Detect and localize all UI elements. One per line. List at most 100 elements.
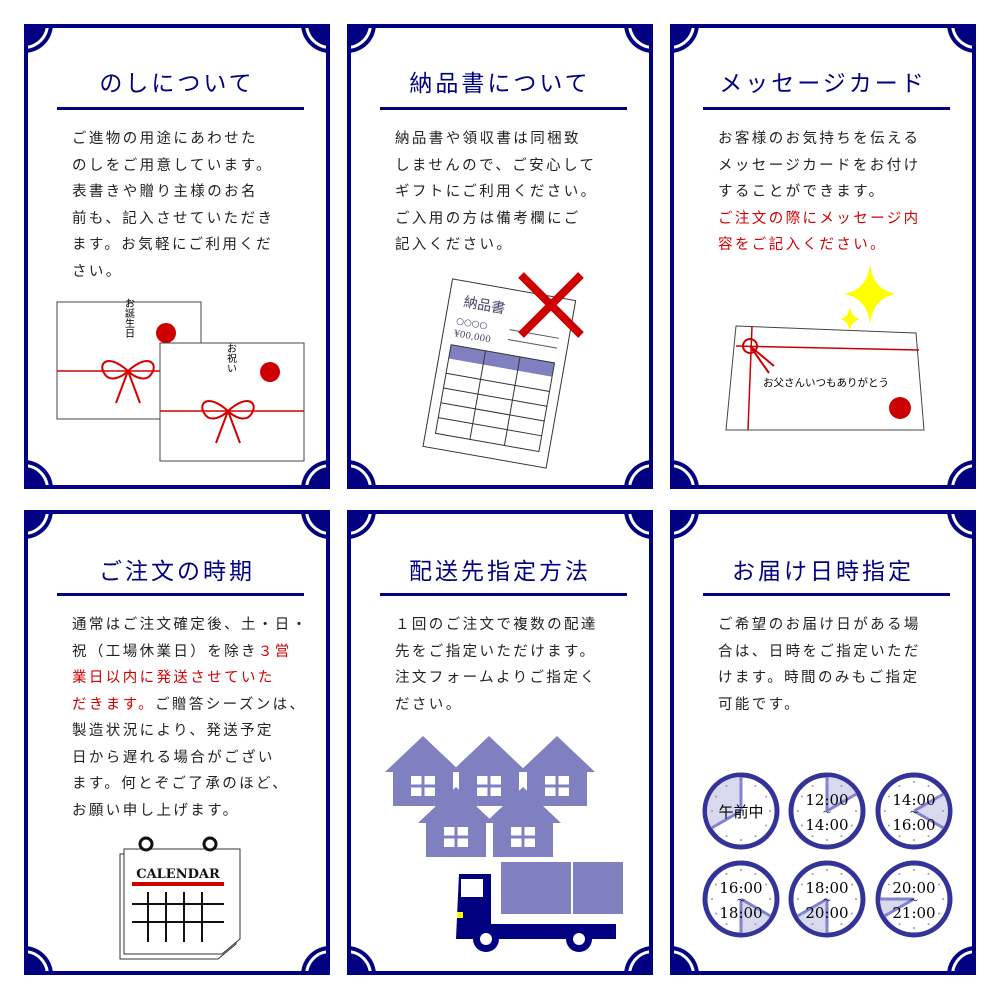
tick-mark	[765, 795, 768, 798]
tick-mark	[851, 912, 854, 915]
title-underline	[57, 107, 304, 110]
tick-mark	[800, 795, 803, 798]
tick-mark	[800, 912, 803, 915]
calendar-icon: CALENDAR	[119, 836, 241, 960]
panel-invoice: 納品書について 納品書や領収書は同梱致 しませんので、ご安心して ギフトにご利用…	[347, 24, 653, 489]
tick-mark	[887, 795, 890, 798]
tick-mark	[811, 923, 814, 926]
tick-mark	[754, 784, 757, 787]
body-text: ご進物の用途にあわせた のしをご用意しています。 表書きや贈り主様のお名 前も、…	[72, 131, 275, 280]
tick-mark	[826, 927, 828, 929]
tick-mark	[800, 824, 803, 827]
tick-mark	[942, 810, 944, 812]
tick-mark	[725, 784, 728, 787]
tick-mark	[714, 795, 717, 798]
panel-title: お届け日時指定	[732, 559, 914, 585]
invoice-illustration: 納品書 ○○○○ ¥00,000	[422, 272, 584, 469]
tick-mark	[887, 912, 890, 915]
tick-mark	[740, 839, 742, 841]
body-text: お客様のお気持ちを伝える メッセージカードをお付け することができます。	[718, 131, 921, 200]
tick-mark	[765, 824, 768, 827]
tick-mark	[811, 872, 814, 875]
noshi-card-celebration: お祝い	[159, 342, 305, 462]
tick-mark	[797, 810, 799, 812]
house-icon	[519, 736, 595, 806]
panel-body: ご進物の用途にあわせた のしをご用意しています。 表書きや贈り主様のお名 前も、…	[72, 126, 322, 285]
sparkle-icon	[840, 306, 860, 332]
svg-text:お誕生日: お誕生日	[123, 298, 135, 338]
title-underline	[703, 593, 950, 596]
clock-icon: 14:00〜16:00	[875, 772, 953, 850]
clock-start-time: 16:00	[719, 879, 762, 897]
tick-mark	[765, 912, 768, 915]
body-text: 納品書や領収書は同梱致 しませんので、ご安心して ギフトにご利用ください。 ご入…	[395, 131, 598, 253]
body-text: ご希望のお届け日がある場 合は、日時をご指定いただ けます。時間のみもご指定 可…	[718, 617, 921, 713]
panel-body: お客様のお気持ちを伝える メッセージカードをお付け することができます。 ご注文…	[718, 126, 968, 259]
tick-mark	[927, 835, 930, 838]
range-mark: 〜	[823, 896, 831, 905]
panel-title: 配送先指定方法	[409, 559, 591, 585]
sparkle-icon	[844, 264, 896, 324]
house-icon	[451, 736, 527, 806]
tick-mark	[714, 883, 717, 886]
truck-icon	[456, 862, 623, 952]
title-underline	[703, 107, 950, 110]
tick-mark	[913, 927, 915, 929]
tick-mark	[840, 923, 843, 926]
tick-mark	[927, 784, 930, 787]
tick-mark	[811, 835, 814, 838]
clock-end-time: 16:00	[892, 816, 935, 834]
tick-mark	[740, 781, 742, 783]
tick-mark	[851, 795, 854, 798]
tick-mark	[754, 923, 757, 926]
svg-text:CALENDAR: CALENDAR	[136, 867, 220, 882]
tick-mark	[826, 869, 828, 871]
tick-mark	[826, 839, 828, 841]
tick-mark	[913, 869, 915, 871]
panel-body: 通常はご注文確定後、土・日・ 祝（工場休業日）を除き３営 業日以内に発送させてい…	[72, 612, 322, 824]
panel-body: １回のご注文で複数の配達 先をご指定いただけます。 注文フォームよりご指定く だ…	[395, 612, 645, 718]
tick-mark	[855, 810, 857, 812]
tick-mark	[884, 810, 886, 812]
highlight-text: ３営 業日以内に発送させていた だきます。	[72, 643, 292, 713]
houses-illustration	[385, 736, 623, 952]
clock-start-time: 12:00	[805, 791, 848, 809]
time-range-sector	[797, 899, 827, 933]
tick-mark	[887, 824, 890, 827]
panel-noshi: のしについて ご進物の用途にあわせた のしをご用意しています。 表書きや贈り主様…	[24, 24, 330, 489]
clocks-illustration: 午前中12:00〜14:0014:00〜16:0016:00〜18:0018:0…	[702, 772, 953, 938]
panel-body: ご希望のお届け日がある場 合は、日時をご指定いただ けます。時間のみもご指定 可…	[718, 612, 968, 718]
time-range-sector	[914, 794, 948, 828]
clock-start-time: 20:00	[892, 879, 935, 897]
house-icon	[485, 787, 561, 857]
clock-icon: 午前中	[702, 772, 780, 850]
tick-mark	[927, 923, 930, 926]
tick-mark	[840, 872, 843, 875]
panel-title: メッセージカード	[719, 71, 927, 97]
clock-label: 午前中	[718, 803, 763, 821]
clock-icon: 12:00〜14:00	[788, 772, 866, 850]
panel-title: のしについて	[99, 71, 255, 97]
clock-icon: 20:00〜21:00	[875, 860, 953, 938]
title-underline	[380, 593, 627, 596]
svg-text:お父さんいつもありがとう: お父さんいつもありがとう	[763, 376, 889, 389]
invoice-document: 納品書 ○○○○ ¥00,000	[422, 278, 577, 469]
title-underline	[57, 593, 304, 596]
tick-mark	[927, 872, 930, 875]
tick-mark	[769, 898, 771, 900]
tick-mark	[754, 872, 757, 875]
body-text: ご贈答シーズンは、 製造状況により、発送予定 日から遅れる場合がござい ます。何…	[72, 696, 307, 819]
body-text: 通常はご注文確定後、土・日・ 祝（工場休業日）を除き	[72, 617, 309, 660]
time-range-sector	[741, 899, 771, 933]
clock-start-time: 14:00	[892, 791, 935, 809]
tick-mark	[913, 839, 915, 841]
clock-icon: 16:00〜18:00	[702, 860, 780, 938]
tick-mark	[884, 898, 886, 900]
tick-mark	[765, 883, 768, 886]
panel-message-card: メッセージカード お客様のお気持ちを伝える メッセージカードをお付け することが…	[670, 24, 976, 489]
tick-mark	[851, 883, 854, 886]
tick-mark	[811, 784, 814, 787]
tick-mark	[887, 883, 890, 886]
cross-icon	[518, 272, 584, 338]
range-mark: 〜	[910, 896, 918, 905]
